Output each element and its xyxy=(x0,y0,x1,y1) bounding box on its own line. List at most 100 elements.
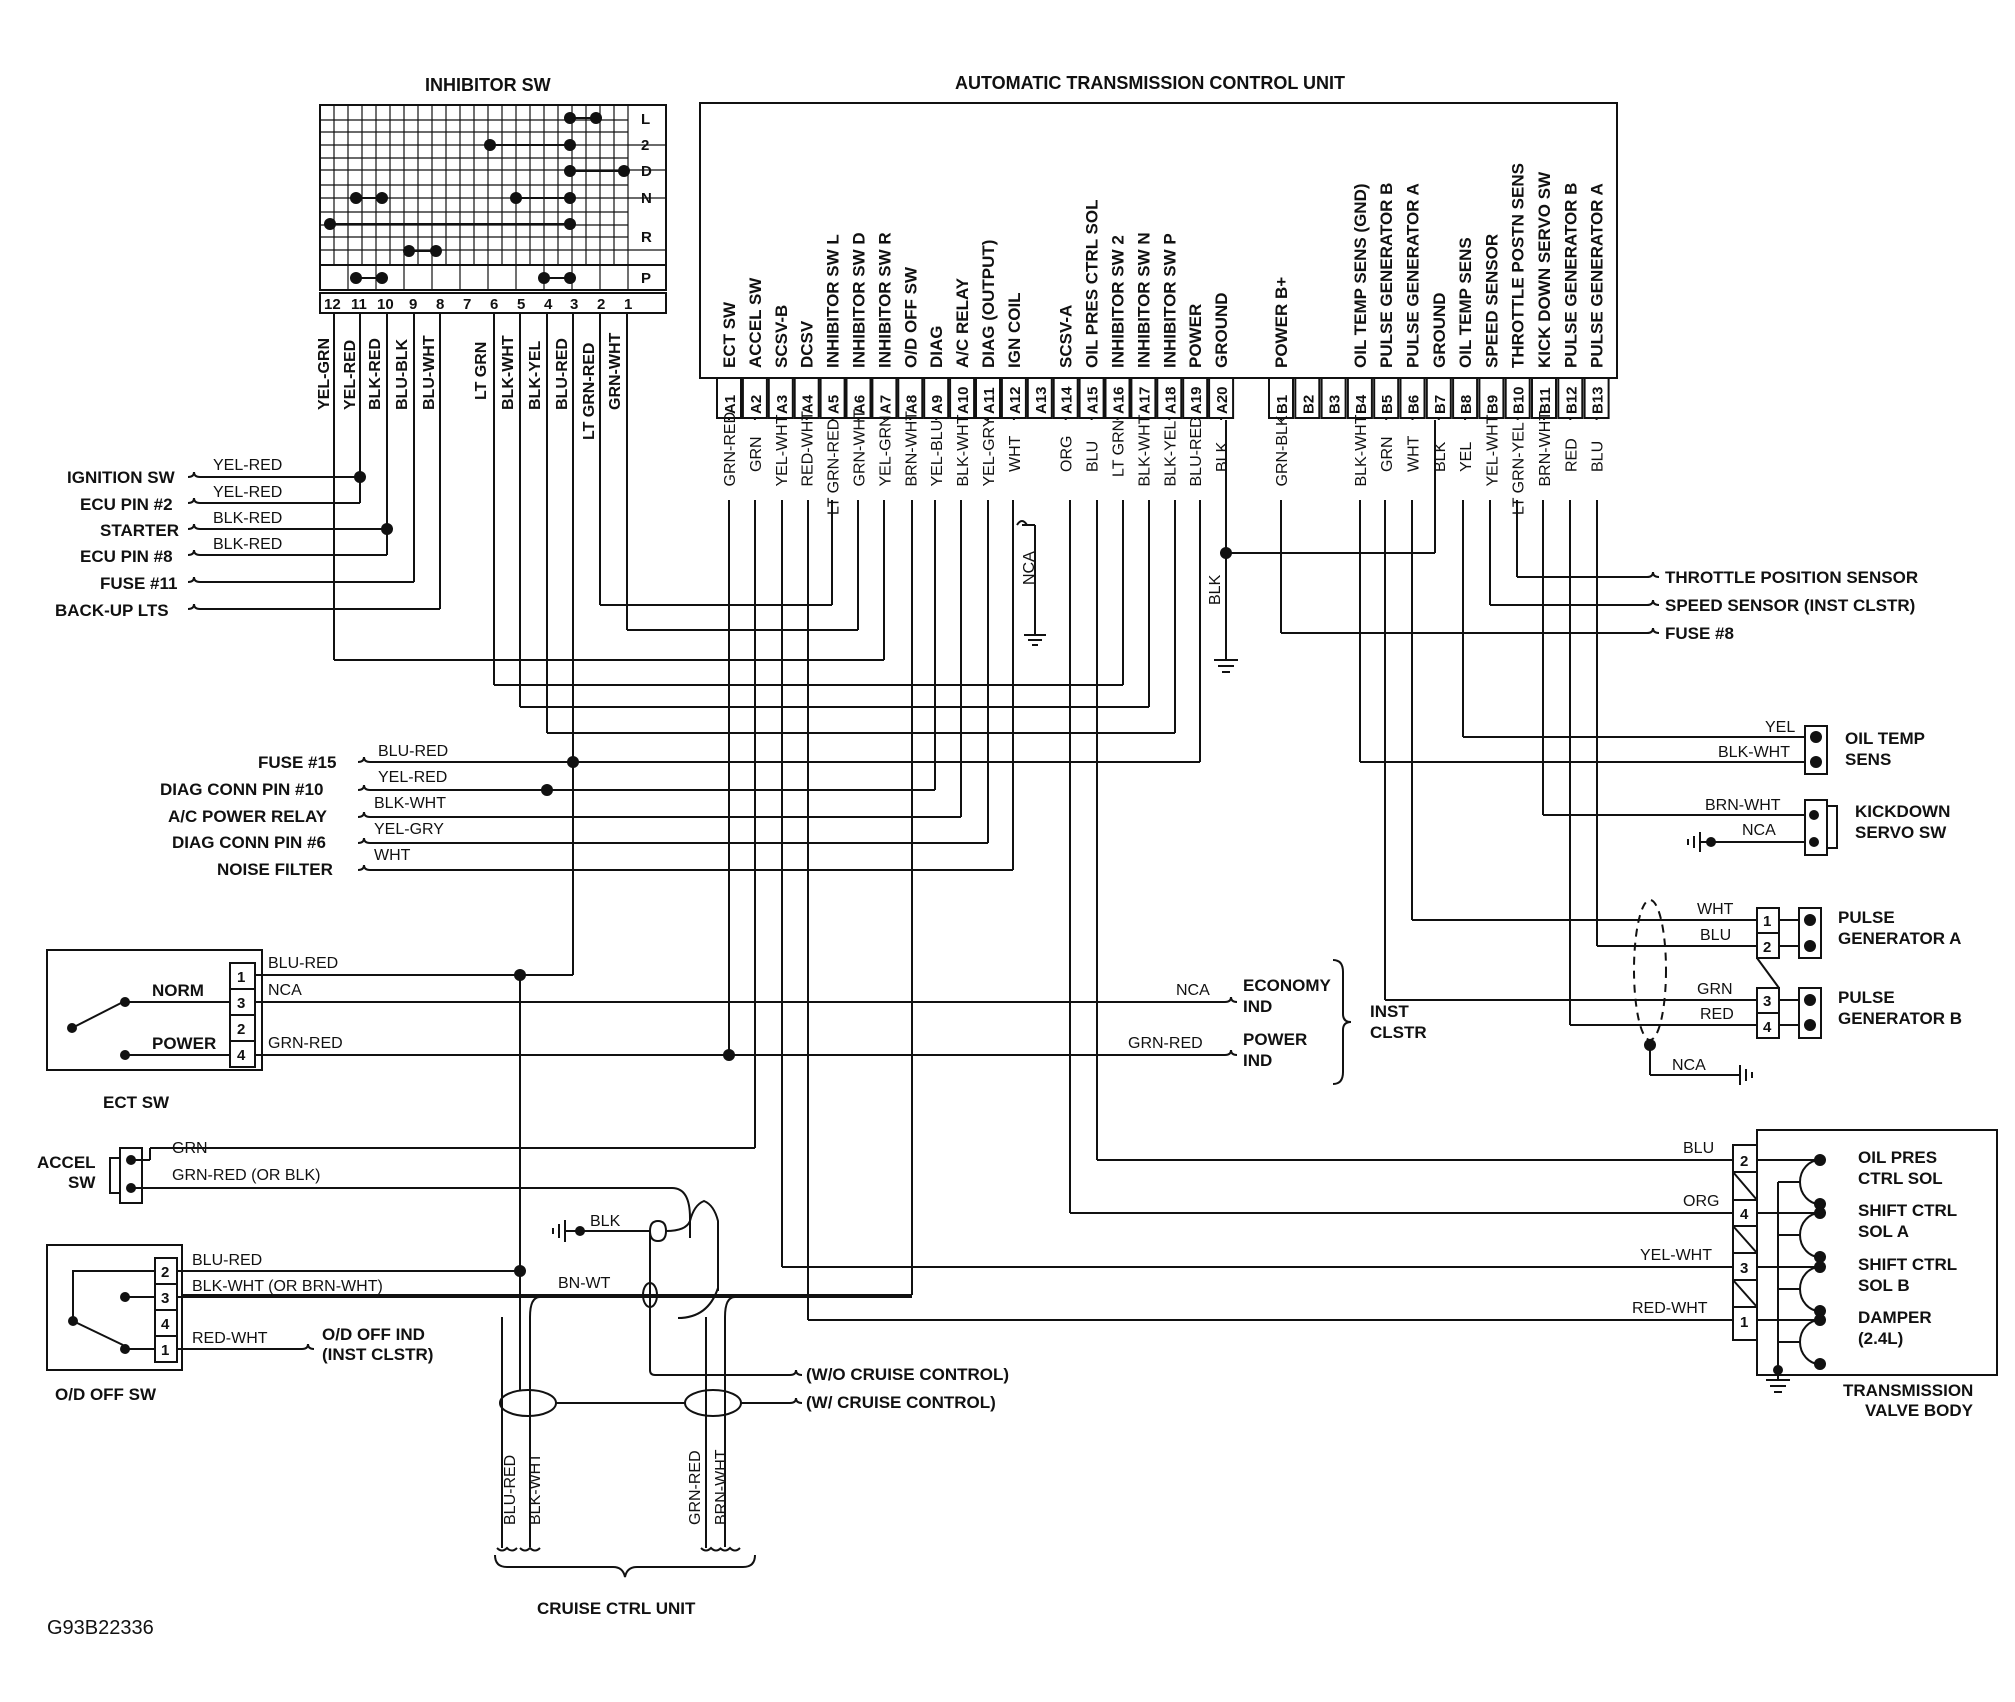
tcu-b-pin-b2: B2 xyxy=(1300,395,1317,414)
tcu-b-pin-box-B12 xyxy=(1557,377,1584,419)
economy-ind-label-1: ECONOMY xyxy=(1243,976,1332,995)
tcu-a-wire-a5: LT GRN-RED xyxy=(826,419,843,515)
terminal-10: 10 xyxy=(377,296,394,313)
diag-conn-6-label: DIAG CONN PIN #6 xyxy=(172,833,326,852)
terminal-2: 2 xyxy=(597,296,605,313)
tcu-a-func-a15: OIL PRES CTRL SOL xyxy=(1083,200,1102,368)
tcu-b-wire-b12: RED xyxy=(1563,438,1580,472)
tcu-a-func-a5: INHIBITOR SW L xyxy=(824,234,843,368)
od-off-ind-label-1: O/D OFF IND xyxy=(322,1325,425,1344)
tcu-b-pin-box-B2 xyxy=(1294,377,1321,419)
ect-wire-nca: NCA xyxy=(268,982,302,999)
tcu-a-func-a12: IGN COIL xyxy=(1005,292,1024,368)
tcu-a-pin-a2: A2 xyxy=(748,395,765,414)
oil-temp-sens: YEL BLK-WHT OIL TEMP SENS xyxy=(1718,719,1925,775)
tcu-a-wire-a6: GRN-WHT xyxy=(852,409,869,487)
ect-pin-1: 1 xyxy=(237,969,245,986)
tcu-a-pin-a14: A14 xyxy=(1059,386,1076,414)
tcu-a-func-a16: INHIBITOR SW 2 xyxy=(1109,235,1128,368)
wire-blu-red: BLU-RED xyxy=(554,338,571,410)
tcu-a-pin-a1: A1 xyxy=(722,395,739,414)
ground-blk-label: BLK xyxy=(590,1213,621,1230)
tcu-b-wire-b10: LT GRN-YEL xyxy=(1511,422,1528,515)
tcu-a-func-a19: POWER xyxy=(1186,304,1205,368)
ect-wire-grn-red: GRN-RED xyxy=(268,1035,343,1052)
fuse-11-label: FUSE #11 xyxy=(100,574,178,593)
damper-label-2: (2.4L) xyxy=(1858,1329,1903,1348)
tcu-a-pin-a10: A10 xyxy=(955,386,972,414)
terminal-12: 12 xyxy=(324,296,341,313)
diag-10-wire: YEL-RED xyxy=(378,769,447,786)
od-wire-blu-red: BLU-RED xyxy=(192,1252,262,1269)
tcu-b-func-b1: POWER B+ xyxy=(1272,277,1291,368)
tcu-b-pin-box-B3 xyxy=(1320,377,1347,419)
tcu-b-func-b11: KICK DOWN SERVO SW xyxy=(1535,171,1554,368)
tcu-a-pin-a5: A5 xyxy=(826,395,843,414)
od-pin-1: 1 xyxy=(161,1342,169,1359)
cruise-harness: BN-WT (W/O CRUISE CONTROL) (W/ CRUISE CO… xyxy=(494,1231,1009,1618)
inst-clstr: NCA GRN-RED ECONOMY IND POWER IND INST C… xyxy=(1128,959,1427,1085)
terminal-6: 6 xyxy=(490,296,498,313)
tcu-b-wire-b8: YEL xyxy=(1458,442,1475,472)
tcu-a-pin-a17: A17 xyxy=(1136,386,1153,414)
oil-temp-wire-yel: YEL xyxy=(1765,719,1795,736)
ect-power-label: POWER xyxy=(152,1034,216,1053)
cruise-ground: BLK xyxy=(552,1199,719,1319)
accel-sw-label-2: SW xyxy=(68,1173,96,1192)
power-ind-label-2: IND xyxy=(1243,1051,1272,1070)
valve-body-title-2: VALVE BODY xyxy=(1865,1401,1974,1420)
vb-wire-org: ORG xyxy=(1683,1193,1719,1210)
tcu-a-pin-box-A2 xyxy=(741,377,768,419)
tcu-a-wire-a3: YEL-WHT xyxy=(774,414,791,486)
position-n: N xyxy=(641,190,652,207)
pg-a-label-1: PULSE xyxy=(1838,908,1895,927)
inst-clstr-label-1: INST xyxy=(1370,1002,1409,1021)
tcu-a-func-a17: INHIBITOR SW N xyxy=(1134,232,1153,368)
tcu-a-pin-box-A1 xyxy=(716,377,742,419)
pg-b-wire-red: RED xyxy=(1700,1006,1734,1023)
tcu-b-pin-box-B6 xyxy=(1399,377,1426,419)
wire-lt-grn: LT GRN xyxy=(473,342,490,400)
tcu-b-pin-box-B8 xyxy=(1452,377,1479,419)
tcu-b-func-b13: PULSE GENERATOR A xyxy=(1588,183,1607,368)
valve-body-title-1: TRANSMISSION xyxy=(1843,1381,1973,1400)
od-wire-red-wht: RED-WHT xyxy=(192,1330,268,1347)
tcu-a-func-a2: ACCEL SW xyxy=(746,277,765,368)
inhibitor-sw-title: INHIBITOR SW xyxy=(425,75,551,95)
oil-pres-ctrl-sol-label-1: OIL PRES xyxy=(1858,1148,1937,1167)
tcu-a-pin-a16: A16 xyxy=(1111,386,1128,414)
cruise-wire-grn-red: GRN-RED xyxy=(687,1450,704,1525)
tcu-b-func-b7: GROUND xyxy=(1430,292,1449,368)
ect-pin-2: 2 xyxy=(237,1021,245,1038)
tcu-a-pin-box-A15 xyxy=(1078,377,1105,419)
vb-pin-3: 3 xyxy=(1740,1260,1748,1277)
ect-norm-label: NORM xyxy=(152,981,204,1000)
tcu-a-wire-a20: BLK xyxy=(1214,441,1231,472)
tcu-a-wire-a11: YEL-GRY xyxy=(981,416,998,486)
terminal-5: 5 xyxy=(517,296,525,313)
tcu-a-wire-a1: GRN-RED xyxy=(722,412,739,487)
starter-label: STARTER xyxy=(100,521,179,540)
tcu-box xyxy=(699,102,1618,379)
noise-filter-wire: WHT xyxy=(374,847,411,864)
tcu-a-pin-box-A16 xyxy=(1104,377,1131,419)
speed-sensor-label: SPEED SENSOR (INST CLSTR) xyxy=(1665,596,1915,615)
accel-sw-label-1: ACCEL xyxy=(37,1153,96,1172)
tcu-b-pin-b5: B5 xyxy=(1379,395,1396,414)
without-cruise-label: (W/O CRUISE CONTROL) xyxy=(806,1365,1009,1384)
pg-b-wire-grn: GRN xyxy=(1697,981,1733,998)
tcu-a-func-a18: INHIBITOR SW P xyxy=(1160,233,1179,368)
position-p: P xyxy=(641,270,651,287)
od-pin-3: 3 xyxy=(161,1290,169,1307)
oil-temp-label-1: OIL TEMP xyxy=(1845,729,1925,748)
tcu-b-pin-b8: B8 xyxy=(1458,395,1475,414)
tcu-b-pin-b10: B10 xyxy=(1511,386,1528,414)
vb-wire-red-wht: RED-WHT xyxy=(1632,1300,1708,1317)
terminal-1: 1 xyxy=(624,296,632,313)
position-2: 2 xyxy=(641,137,649,154)
ac-relay-wire: BLK-WHT xyxy=(374,795,446,812)
a13-nca-label: NCA xyxy=(1021,551,1038,585)
tcu-a-pin-a20: A20 xyxy=(1214,386,1231,414)
